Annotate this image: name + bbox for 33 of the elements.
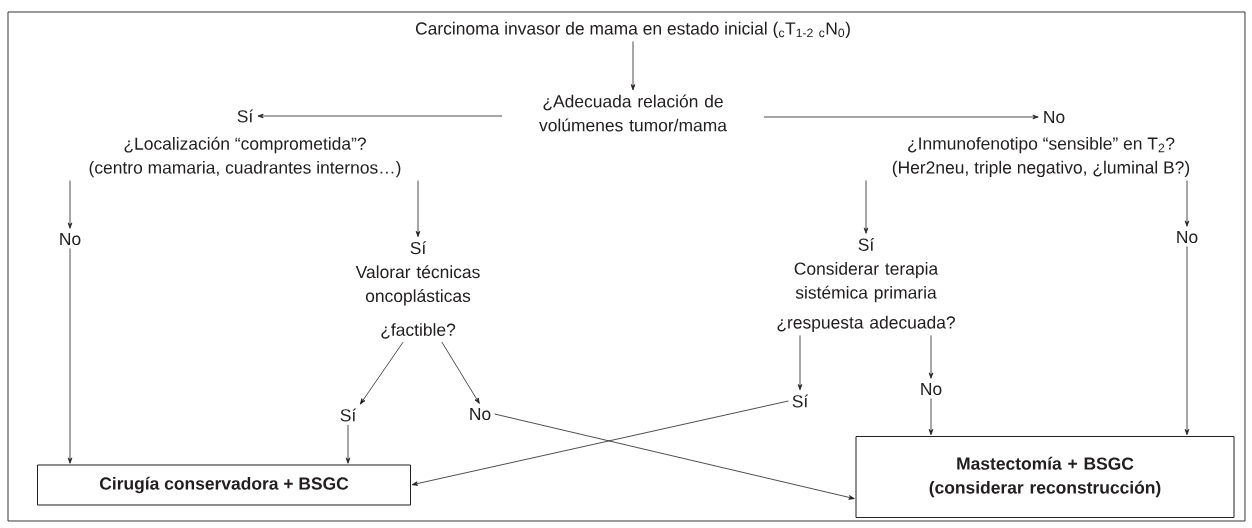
step-text: Sí Valorar técnicas oncoplásticas ¿factible?: [355, 241, 480, 339]
arrow: [345, 424, 351, 464]
result-box: Cirugía conservadora + BSGC: [37, 464, 411, 506]
arrow: [797, 335, 803, 391]
arrow: [630, 41, 636, 91]
answer-text: Sí: [340, 408, 357, 422]
arrow: [257, 113, 503, 119]
arrow: [67, 180, 73, 229]
arrow: [359, 341, 404, 405]
question-text: ¿Localización “comprometida”? (centro mamaria, cuadrantes internos…): [89, 136, 401, 178]
answer-text: Sí: [237, 109, 254, 123]
result-box: Mastectomía + BSGC (considerar reconstrucción): [855, 436, 1235, 518]
question-text: ¿Inmunofenotipo “sensible” en T$_{2}$? (Her2neu, triple negativo, ¿luminal B?): [892, 136, 1190, 178]
answer-text: No: [470, 407, 491, 421]
arrow: [863, 180, 869, 234]
answer-text: No: [60, 232, 81, 246]
arrow: [411, 400, 789, 486]
answer-text: Sí: [792, 394, 809, 408]
arrow: [1184, 246, 1190, 436]
arrow: [928, 335, 934, 379]
answer-text: No: [921, 382, 942, 396]
arrow: [928, 398, 934, 436]
arrow: [441, 341, 480, 404]
answer-text: No: [1177, 230, 1198, 244]
arrow: [1184, 180, 1190, 227]
step-text: Sí Considerar terapia sistémica primaria ¿respuesta adecuada?: [777, 237, 955, 333]
question-text: Carcinoma invasor de mama en estado inicial ($_{c}$T$_{1-2 c}$N$_{0}$): [415, 21, 850, 39]
arrow: [67, 248, 73, 464]
answer-text: No: [1044, 110, 1065, 124]
arrow: [763, 114, 1039, 120]
question-text: ¿Adecuada relación de volúmenes tumor/mama: [539, 94, 727, 132]
arrow: [415, 180, 421, 238]
arrow: [494, 413, 855, 500]
